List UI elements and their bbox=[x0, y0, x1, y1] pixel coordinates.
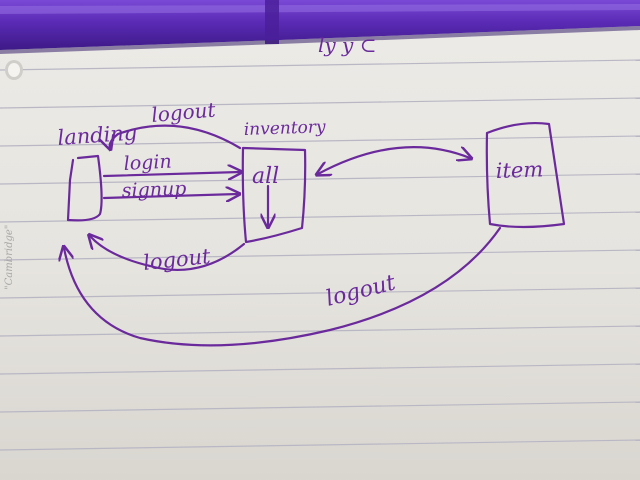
binding-hole-inner bbox=[8, 63, 20, 77]
header-scribble: ly y ⊂ bbox=[318, 33, 376, 57]
logout-mid-arrow bbox=[90, 236, 246, 272]
all-item-bidirectional-arrow bbox=[318, 146, 470, 174]
logout-top-label: logout bbox=[150, 97, 217, 127]
signup-label: signup bbox=[121, 178, 186, 202]
logout-bottom-arrow bbox=[64, 226, 502, 347]
logout-top-arrow bbox=[110, 124, 242, 148]
signup-arrow bbox=[102, 194, 238, 198]
landing-label: landing bbox=[57, 120, 138, 150]
all-label: all bbox=[252, 164, 279, 189]
inventory-title-label: inventory bbox=[243, 117, 326, 140]
item-label: item bbox=[495, 157, 543, 183]
login-label: login bbox=[123, 151, 172, 175]
item-node bbox=[485, 121, 566, 229]
logout-bottom-label: logout bbox=[323, 270, 398, 311]
landing-node bbox=[66, 154, 103, 222]
purple-marker-pen bbox=[0, 0, 640, 54]
inventory-all-node bbox=[241, 146, 307, 244]
logout-mid-label: logout bbox=[142, 244, 212, 275]
login-arrow bbox=[102, 172, 240, 176]
brand-watermark: "Cambridge" bbox=[4, 225, 15, 290]
